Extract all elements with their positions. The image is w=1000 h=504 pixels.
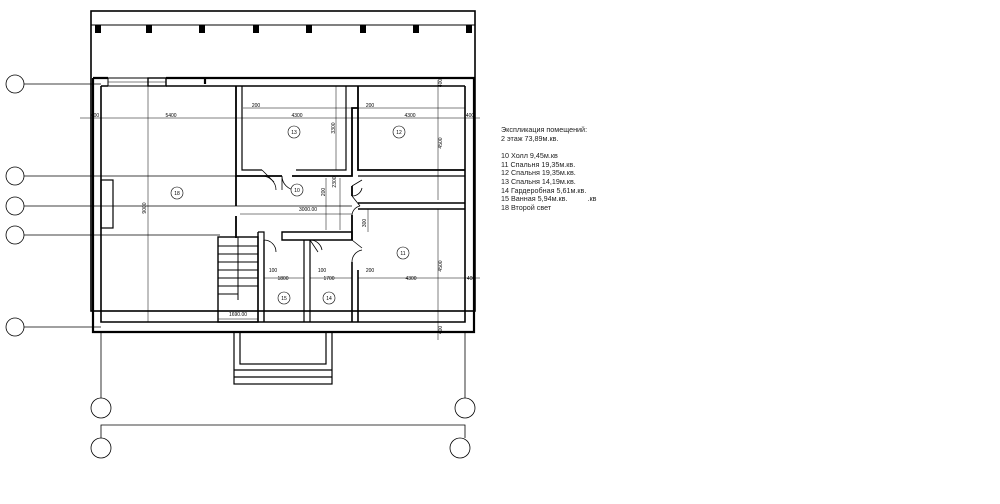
dim-100-a: 100: [269, 268, 278, 274]
dim-4300-a: 4300: [291, 113, 302, 119]
dim-3300: 3300: [331, 122, 337, 133]
dimension-labels: 400 5400 200 4300 200 4300 400 3300 4500…: [91, 79, 476, 335]
dim-200-b: 200: [366, 103, 375, 109]
dim-5400: 5400: [165, 113, 176, 119]
roof-rafters: [95, 25, 472, 33]
axis-bubble-c: [90, 437, 112, 459]
axis-bubble-d: [449, 437, 471, 459]
axis-bubble-2: [5, 166, 25, 186]
dim-2300: 2300: [332, 176, 338, 187]
dim-1700: 1700: [323, 276, 334, 282]
dim-4500: 4500: [438, 137, 444, 148]
doors: [261, 169, 363, 263]
dim-4300-c: 4300: [405, 276, 416, 282]
dim-200-c: 200: [321, 188, 327, 197]
room-markers: [170, 125, 410, 305]
room-number-12: 12: [396, 130, 402, 136]
legend-item: 11 Спальня 19,35м.кв.: [501, 159, 576, 169]
room-number-10: 10: [294, 188, 300, 194]
dim-4300-b: 4300: [404, 113, 415, 119]
axis-bubble-4: [5, 225, 25, 245]
legend-item: 15 Ванная 5,94м.кв. .кв: [501, 194, 597, 204]
dim-1800: 1800: [277, 276, 288, 282]
room-number-11: 11: [400, 251, 405, 257]
dim-400-right: 400: [466, 113, 475, 119]
room-number-14: 14: [326, 296, 332, 302]
axis-bubble-b: [454, 397, 476, 419]
room-marker-13: [287, 125, 301, 139]
axis-bubble-3: [5, 196, 25, 216]
room-marker-11: [396, 246, 410, 260]
stairs: [217, 236, 259, 323]
axis-bubble-1: [5, 74, 25, 94]
legend-title: Экспликация помещений:: [501, 125, 588, 134]
room-marker-15: [277, 291, 291, 305]
legend-item: 18 Второй свет: [501, 202, 552, 212]
room-marker-12: [392, 125, 406, 139]
dim-400-bottom: 400: [438, 326, 444, 335]
legend-item-text: 15 Ванная 5,94м.кв.: [501, 194, 568, 204]
legend-item: 14 Гардеробная 5,61м.кв.: [501, 185, 587, 195]
legend-stray-text: .кв: [587, 194, 597, 204]
room-numbers: 13 12 10 18 11 15 14: [174, 130, 406, 302]
dim-4500-b: 4500: [438, 260, 444, 271]
room-number-13: 13: [291, 130, 297, 136]
legend-item: 10 Холл 9,45м.кв: [501, 151, 558, 161]
dim-200-a: 200: [252, 103, 261, 109]
axis-bubble-5: [5, 317, 25, 337]
axis-bubble-a: [90, 397, 112, 419]
dim-200-d: 200: [366, 268, 375, 274]
legend-item: 13 Спальня 14,19м.кв.: [501, 176, 576, 186]
dim-1690: 1690.00: [229, 312, 247, 318]
axis-grid: [5, 74, 476, 459]
legend-item: 12 Спальня 19,35м.кв.: [501, 168, 576, 178]
dim-3000: 3000.00: [299, 207, 317, 213]
dim-400-left: 400: [91, 113, 100, 119]
room-number-15: 15: [281, 296, 287, 302]
room-marker-18: [170, 186, 184, 200]
room-marker-10: [290, 183, 304, 197]
room-number-18: 18: [174, 191, 180, 197]
roof-outline: [90, 10, 476, 312]
dim-400-top: 400: [438, 79, 444, 88]
room-legend: Экспликация помещений: 2 этаж 73,89м.кв.…: [501, 125, 597, 212]
dim-300: 300: [362, 219, 368, 228]
dim-100-b: 100: [318, 268, 327, 274]
porch: [233, 331, 333, 385]
room-marker-14: [322, 291, 336, 305]
legend-subtitle: 2 этаж 73,89м.кв.: [501, 133, 559, 143]
dim-9000: 9000: [142, 202, 148, 213]
dimension-lines: [80, 80, 480, 340]
dim-400-right-b: 400: [467, 276, 476, 282]
